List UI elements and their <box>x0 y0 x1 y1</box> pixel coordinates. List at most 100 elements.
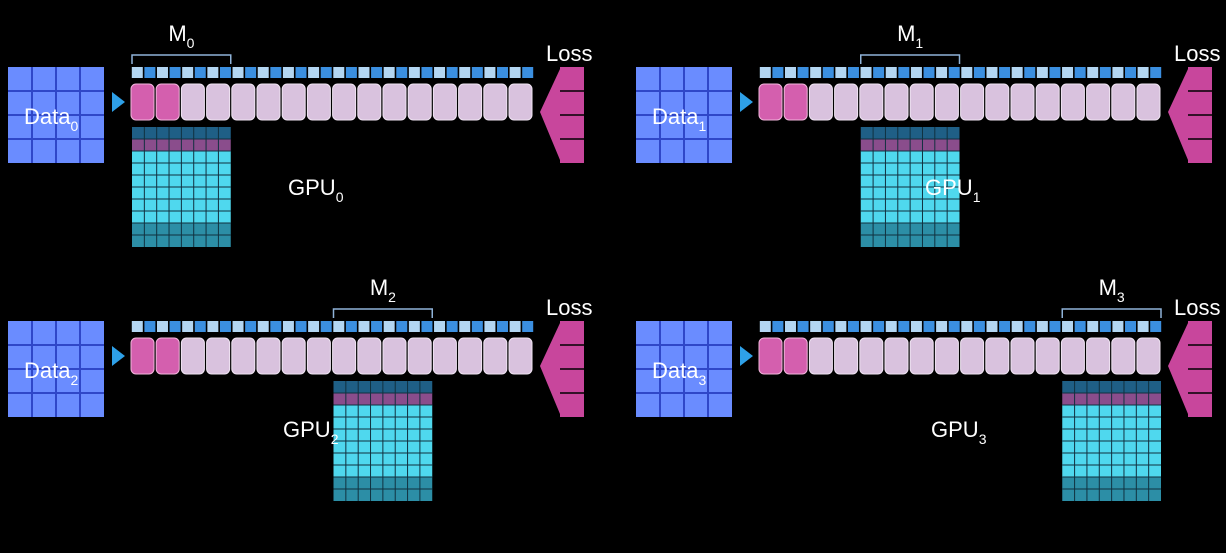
shard-label: M2 <box>370 275 396 305</box>
layer <box>256 337 281 375</box>
gpu-label-main: GPU <box>288 175 336 200</box>
shard-bracket <box>131 54 232 64</box>
param-cell <box>810 67 822 78</box>
layer <box>1086 337 1111 375</box>
layer <box>508 83 533 121</box>
layer <box>407 83 432 121</box>
layer <box>407 337 432 375</box>
shard-label: M1 <box>897 21 923 51</box>
param-cell <box>1062 67 1074 78</box>
layer <box>834 337 859 375</box>
data-label: Data0 <box>24 104 78 134</box>
param-cell <box>772 321 784 332</box>
layer-active <box>130 337 155 375</box>
layer <box>960 83 985 121</box>
param-cell <box>219 67 231 78</box>
param-cell <box>873 67 885 78</box>
param-cell <box>822 321 834 332</box>
param-cell <box>396 67 408 78</box>
loss-label: Loss <box>546 295 592 320</box>
param-cell <box>131 67 143 78</box>
param-cell <box>434 67 446 78</box>
input-arrow-icon <box>740 92 753 112</box>
param-cell <box>885 321 897 332</box>
param-cell <box>1150 321 1162 332</box>
param-cell <box>923 321 935 332</box>
param-cell <box>358 67 370 78</box>
param-cell <box>784 67 796 78</box>
layer <box>985 337 1010 375</box>
param-cell <box>1024 67 1036 78</box>
param-cell <box>459 321 471 332</box>
param-cell <box>1087 321 1099 332</box>
gpu-label-sub: 0 <box>336 189 344 205</box>
layer <box>1136 83 1161 121</box>
layer-active <box>758 337 783 375</box>
layer-active <box>130 83 155 121</box>
param-cell <box>144 67 156 78</box>
param-cell <box>1074 67 1086 78</box>
param-cell <box>847 321 859 332</box>
shard-bracket <box>332 308 433 318</box>
param-shard-grid <box>333 381 433 501</box>
param-cell <box>860 67 872 78</box>
loss-wedge <box>1168 69 1188 160</box>
param-cell <box>169 321 181 332</box>
layer <box>909 337 934 375</box>
layer <box>1010 337 1035 375</box>
param-cell <box>471 321 483 332</box>
param-cell <box>847 67 859 78</box>
layer <box>357 337 382 375</box>
data-label-main: Data <box>652 104 699 129</box>
param-cell <box>182 321 194 332</box>
layer-active <box>155 83 180 121</box>
param-cell <box>797 67 809 78</box>
loss-wedge <box>540 323 560 414</box>
param-cell <box>1125 321 1137 332</box>
param-cell <box>1074 321 1086 332</box>
param-cell <box>1125 67 1137 78</box>
layer <box>1010 83 1035 121</box>
param-shard-grid <box>1062 381 1161 501</box>
param-cell <box>131 321 143 332</box>
layer <box>281 337 306 375</box>
gpu-label-main: GPU <box>931 417 979 442</box>
param-cell <box>898 67 910 78</box>
shard-label: M3 <box>1099 275 1125 305</box>
param-cell <box>1011 67 1023 78</box>
layer <box>458 83 483 121</box>
layer <box>357 83 382 121</box>
layer <box>483 83 508 121</box>
param-cell <box>759 67 771 78</box>
param-cell <box>383 67 395 78</box>
param-cell <box>1150 67 1162 78</box>
param-cell <box>308 67 320 78</box>
param-cell <box>961 67 973 78</box>
param-cell <box>484 321 496 332</box>
layer <box>859 83 884 121</box>
input-arrow-icon <box>112 92 125 112</box>
param-cell <box>333 67 345 78</box>
shard-bracket <box>860 54 961 64</box>
layer <box>1035 337 1060 375</box>
data-label-sub: 0 <box>70 118 78 134</box>
layer <box>281 83 306 121</box>
loss-block: Loss <box>1168 295 1220 417</box>
data-label-main: Data <box>24 104 71 129</box>
layer-active <box>155 337 180 375</box>
param-cell <box>936 321 948 332</box>
param-cell <box>320 321 332 332</box>
param-cell <box>1036 321 1048 332</box>
loss-block: Loss <box>540 41 592 163</box>
param-cell <box>860 321 872 332</box>
layer <box>458 337 483 375</box>
param-cell <box>270 321 282 332</box>
data-block: Data2 <box>8 321 104 417</box>
layer <box>180 337 205 375</box>
param-cell <box>358 321 370 332</box>
param-cell <box>973 67 985 78</box>
shard-label-main: M <box>897 21 915 46</box>
param-cell <box>396 321 408 332</box>
layer <box>432 337 457 375</box>
